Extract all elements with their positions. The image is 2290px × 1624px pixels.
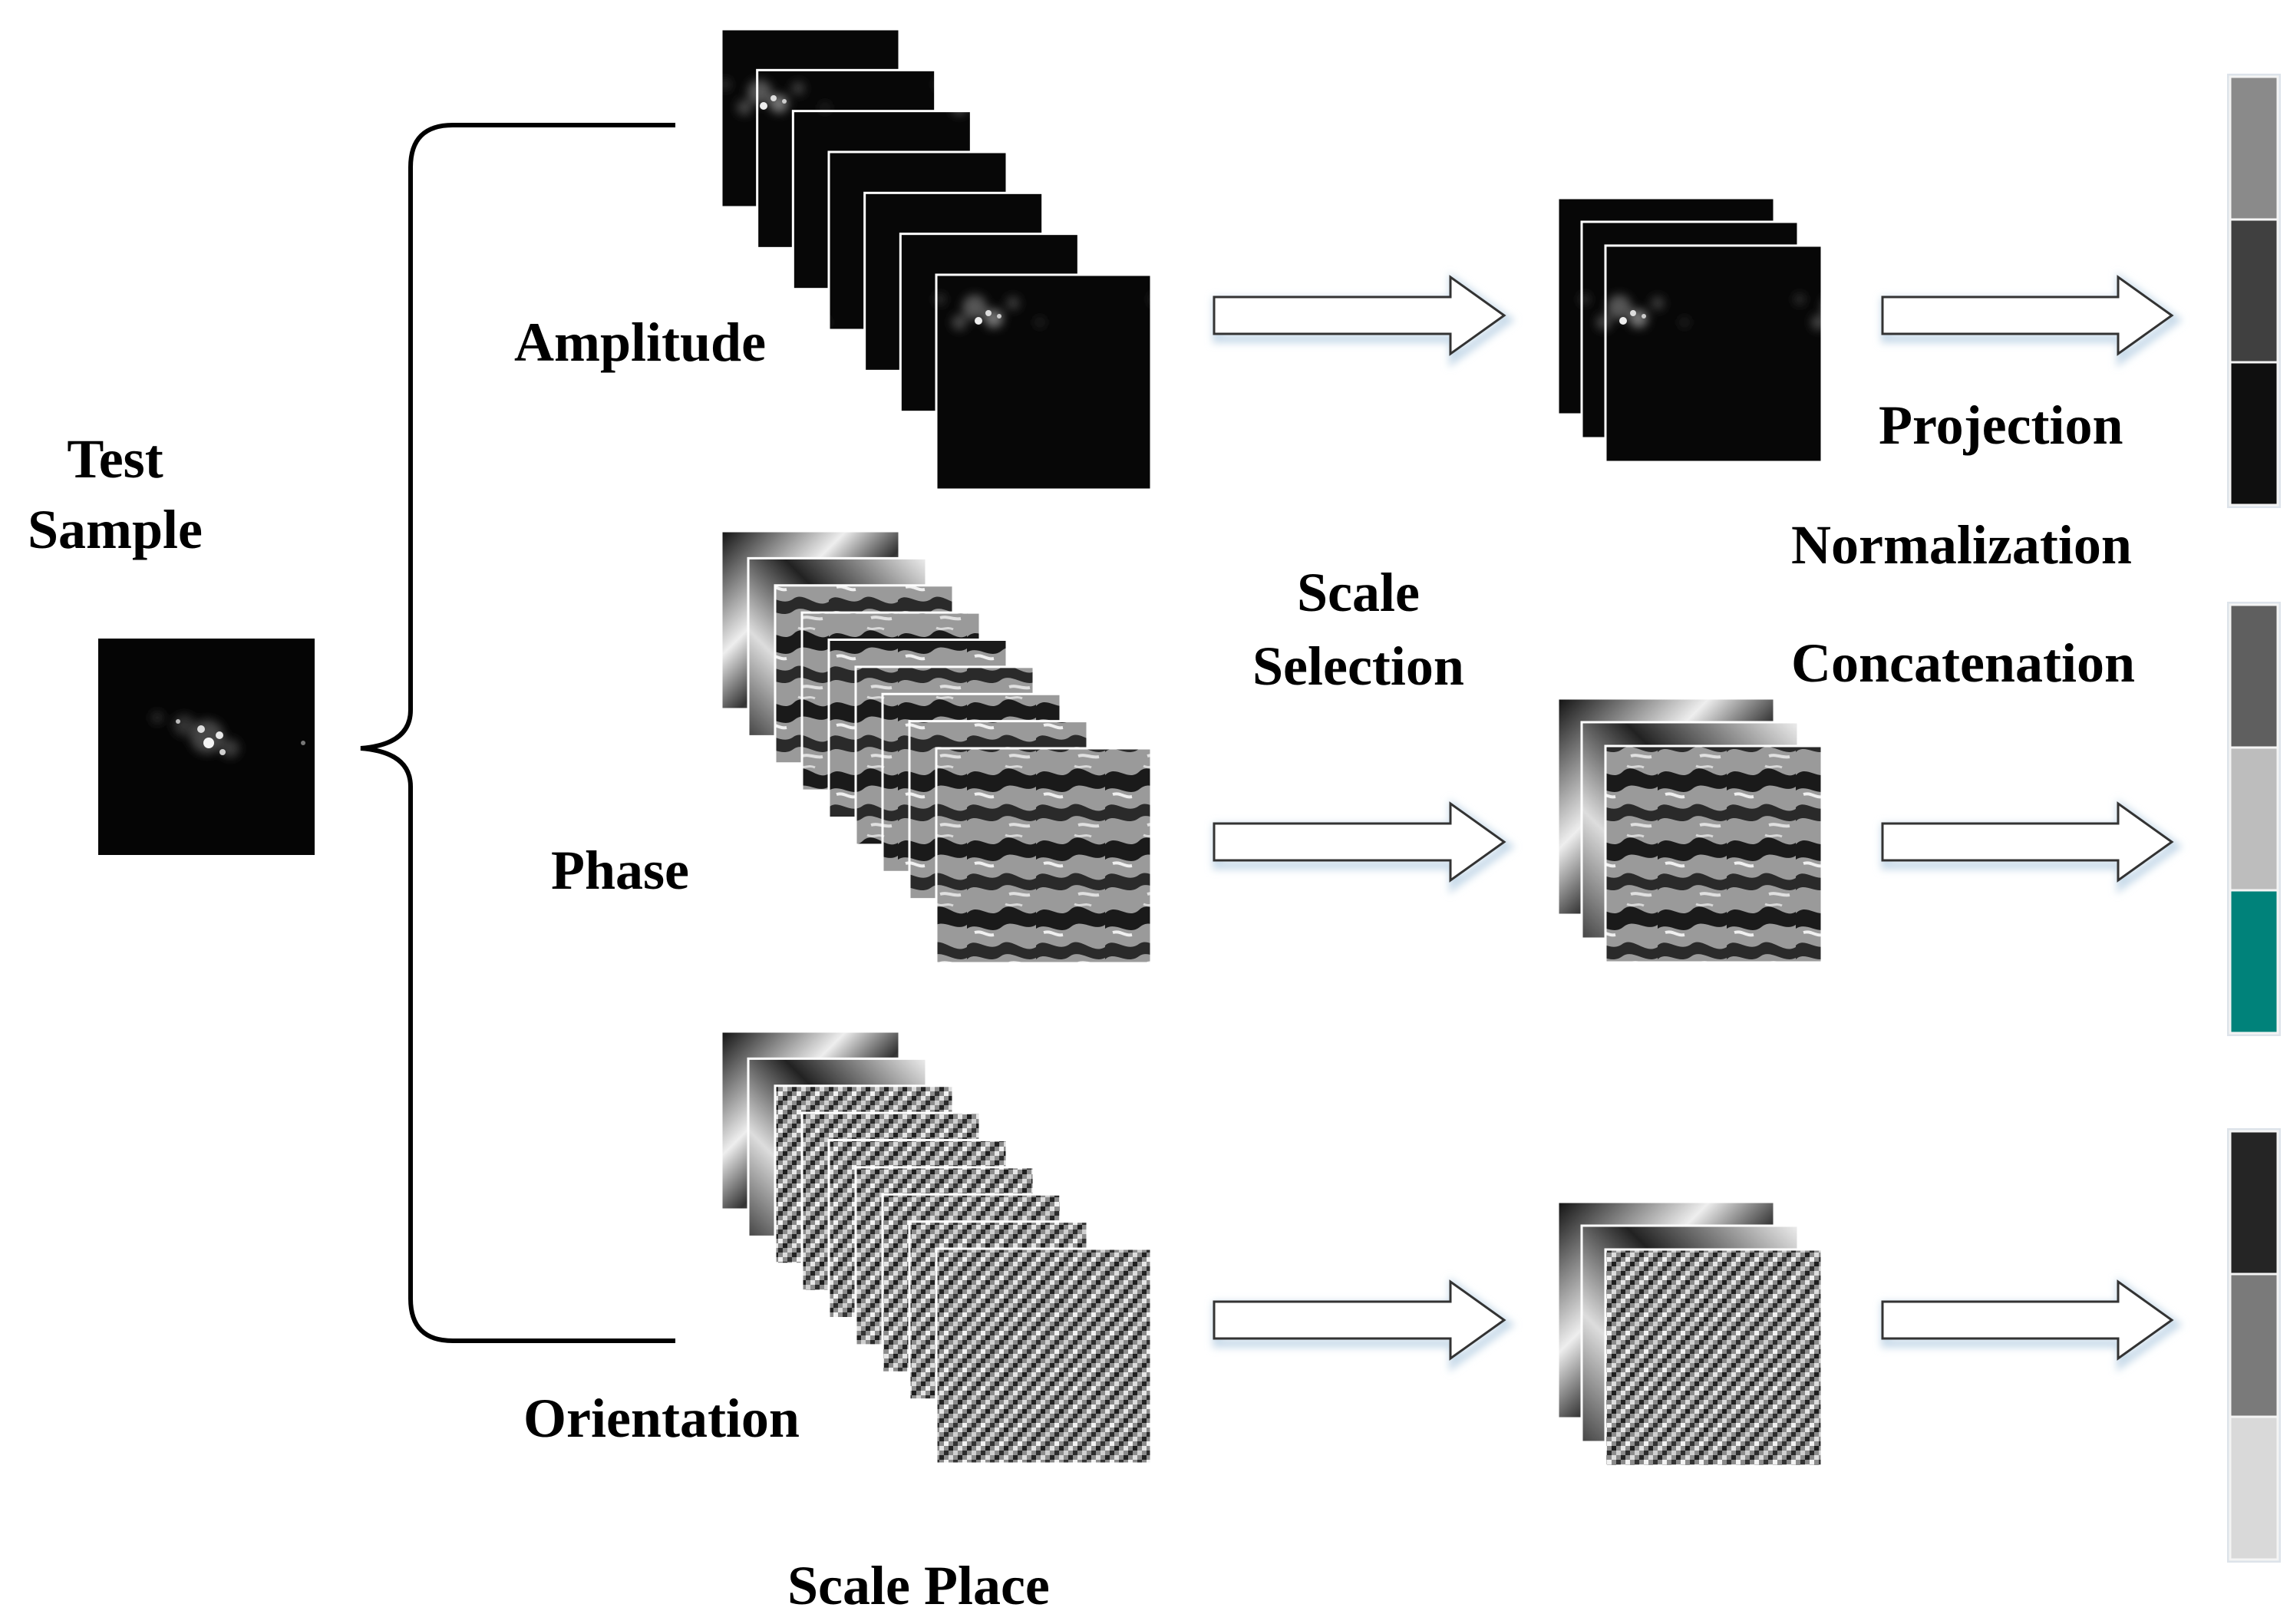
test-sample-image [98, 639, 315, 855]
orientation-projection-arrow [1881, 1277, 2183, 1372]
concatenation-label: Concatenation [1791, 632, 2135, 694]
orientation-feature-vector [2227, 1128, 2281, 1563]
scale-selection-label-line2: Selection [1252, 635, 1464, 697]
orientation-label: Orientation [523, 1388, 800, 1449]
amplitude-scale-selection-arrow [1213, 272, 1516, 368]
phase-label: Phase [551, 840, 689, 901]
projection-label: Projection [1879, 394, 2123, 456]
orientation-selected-map [1604, 1248, 1823, 1467]
feature-segment [2229, 1272, 2279, 1418]
feature-segment [2229, 75, 2279, 221]
test-sample-label-line2: Sample [27, 499, 203, 560]
test-sample-label-line1: Test [67, 428, 163, 490]
branch-brace [360, 123, 675, 1343]
feature-segment [2229, 746, 2279, 892]
test-sample-label: Test Sample [0, 431, 230, 557]
amplitude-feature-vector [2227, 74, 2281, 508]
scale-place-label: Scale Place [787, 1555, 1050, 1616]
amplitude-selected-maps [1556, 196, 1823, 464]
feature-segment [2229, 218, 2279, 364]
amplitude-selected-map [1604, 244, 1823, 464]
amplitude-scale-stack [720, 28, 1153, 491]
phase-scale-selection-arrow [1213, 799, 1516, 894]
phase-selected-maps [1556, 697, 1823, 964]
phase-selected-map [1604, 744, 1823, 964]
phase-feature-vector [2227, 602, 2281, 1036]
normalization-label: Normalization [1791, 514, 2132, 576]
feature-segment [2229, 1415, 2279, 1561]
feature-segment [2229, 603, 2279, 749]
amplitude-label: Amplitude [514, 312, 767, 373]
phase-projection-arrow [1881, 799, 2183, 894]
phase-scale-stack [720, 530, 1153, 965]
orientation-scale-stack [720, 1030, 1153, 1465]
orientation-scale-selection-arrow [1213, 1277, 1516, 1372]
phase-scale-map [935, 747, 1153, 965]
feature-segment [2229, 361, 2279, 507]
orientation-scale-map [935, 1247, 1153, 1465]
orientation-selected-maps [1556, 1200, 1823, 1467]
amplitude-projection-arrow [1881, 272, 2183, 368]
scale-selection-label: Scale Selection [1205, 565, 1512, 694]
feature-segment [2229, 889, 2279, 1035]
feature-segment [2229, 1130, 2279, 1276]
amplitude-scale-map [935, 273, 1153, 491]
scale-selection-label-line1: Scale [1297, 562, 1420, 623]
